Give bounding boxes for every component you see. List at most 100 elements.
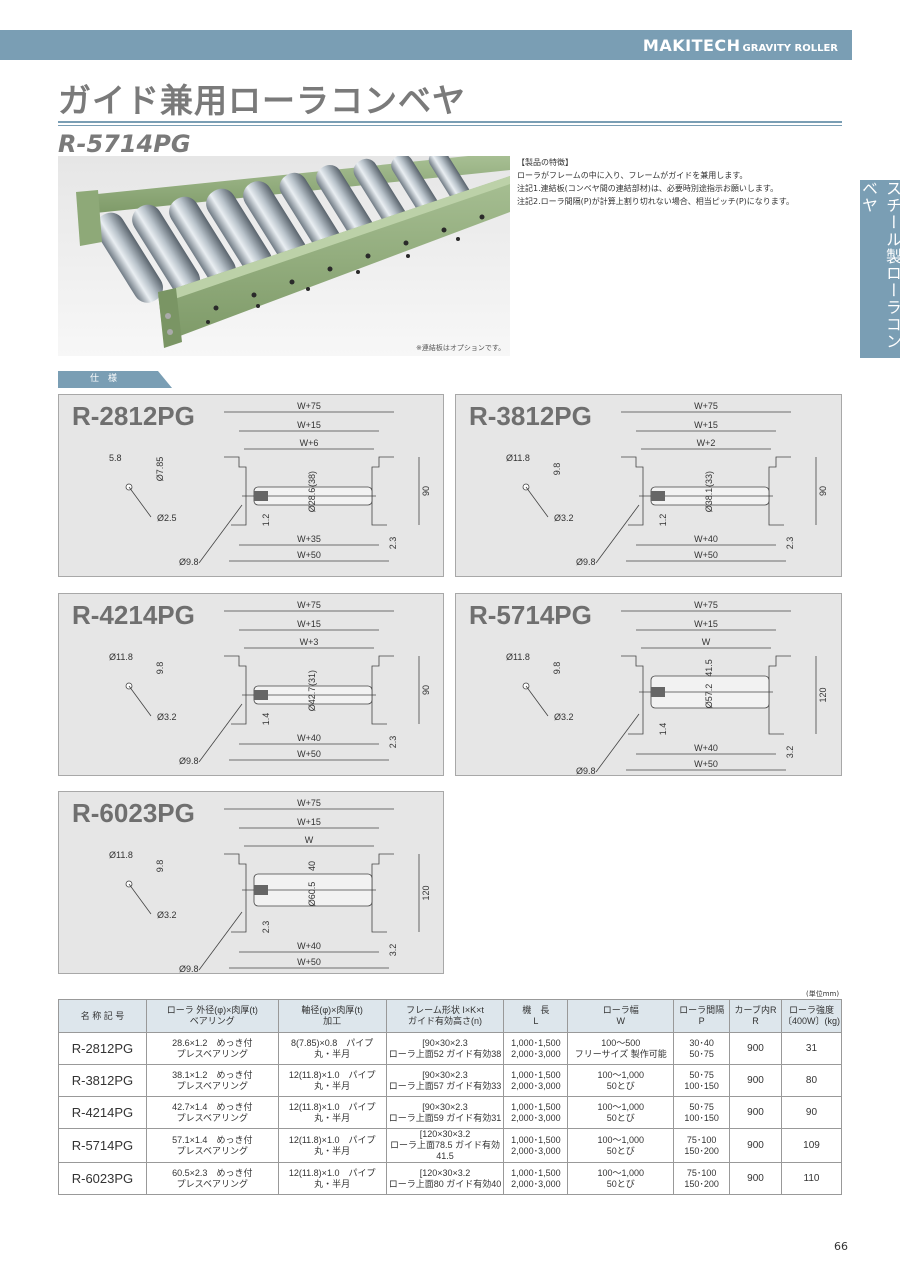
table-cell: 57.1×1.4 めっき付プレスベアリング	[145, 1128, 279, 1163]
shaft-width: Ø11.8	[109, 850, 133, 860]
top-gap: (38)	[307, 471, 317, 487]
right-frame	[768, 655, 791, 735]
width-dimension: W+6	[300, 438, 319, 448]
right-frame	[371, 456, 394, 526]
model-heading: R-5714PG	[58, 130, 191, 158]
table-cell: 28.6×1.2 めっき付プレスベアリング	[145, 1032, 279, 1065]
shaft-depth: 9.8	[155, 860, 165, 873]
left-frame	[224, 655, 247, 725]
photo-note: ※連結板はオプションです。	[416, 344, 506, 352]
width-dimension: W+40	[297, 941, 321, 951]
table-cell: 900	[729, 1032, 782, 1065]
table-cell: 8(7.85)×0.8 パイプ丸・半月	[277, 1032, 387, 1065]
cross-section-drawing: W+75W+15WØ60.5401203.22.3W+40W+50Ø11.89.…	[109, 798, 431, 974]
table-cell: 900	[729, 1096, 782, 1129]
side-tab: スチール製ローラコンベヤ	[859, 180, 900, 358]
width-dimension: W	[305, 835, 314, 845]
bearing	[651, 491, 665, 501]
table-cell: 90	[780, 1096, 843, 1129]
unit-note: (単位mm)	[806, 990, 840, 998]
hole-big: Ø9.8	[179, 756, 199, 766]
height-dimension: 90	[818, 486, 828, 496]
top-gap: 40	[307, 861, 317, 871]
width-dimension: W+15	[297, 420, 321, 430]
header-bar	[0, 30, 852, 60]
model-name-cell: R-2812PG	[58, 1032, 147, 1065]
width-dimension: W+50	[297, 550, 321, 560]
width-dimension: W+75	[297, 798, 321, 808]
cross-section-drawing: W+75W+15W+3Ø42.7(31)902.31.4W+40W+50Ø11.…	[109, 600, 431, 766]
right-frame	[768, 456, 791, 526]
brand-name: MAKITECH	[642, 36, 741, 55]
table-cell: 900	[729, 1162, 782, 1195]
shaft-depth: 9.8	[155, 662, 165, 675]
width-dimension: W	[702, 637, 711, 647]
top-gap: (33)	[704, 471, 714, 487]
width-dimension: W+75	[694, 401, 718, 411]
roller-diameter: Ø42.7	[307, 687, 317, 712]
feature-notes: 【製品の特徴】 ローラがフレームの中に入り、フレームがガイドを兼用します。 注記…	[517, 156, 794, 208]
model-name-cell: R-4214PG	[58, 1096, 147, 1129]
title-rule-thin	[58, 125, 842, 126]
width-dimension: W+2	[697, 438, 716, 448]
shaft-width: Ø11.8	[506, 652, 530, 662]
width-dimension: W+35	[297, 534, 321, 544]
diagram-model: R-2812PG	[72, 401, 195, 431]
width-dimension: W+15	[297, 619, 321, 629]
product-photo	[58, 156, 510, 356]
width-dimension: W+75	[694, 600, 718, 610]
width-dimension: W+15	[694, 420, 718, 430]
header-cell: 軸径(φ)×肉厚(t)加工	[277, 999, 387, 1033]
height-dimension: 120	[421, 885, 431, 900]
diagram-model: R-5714PG	[469, 600, 592, 630]
shaft-width: Ø11.8	[109, 652, 133, 662]
left-frame	[621, 456, 644, 526]
brand-sub: GRAVITY ROLLER	[742, 43, 838, 54]
right-frame	[371, 655, 394, 725]
roller-diameter: Ø38.1	[704, 488, 714, 513]
web-thickness: 1.4	[261, 713, 271, 726]
table-cell: 60.5×2.3 めっき付プレスベアリング	[145, 1162, 279, 1195]
table-cell: 900	[729, 1064, 782, 1097]
base-thickness: 2.3	[785, 537, 795, 550]
width-dimension: W+50	[694, 759, 718, 769]
width-dimension: W+40	[694, 534, 718, 544]
top-gap: 41.5	[704, 659, 714, 677]
hole-small: Ø3.2	[157, 712, 177, 722]
height-dimension: 120	[818, 687, 828, 702]
hole-big: Ø9.8	[576, 766, 596, 776]
width-dimension: W+15	[694, 619, 718, 629]
base-thickness: 2.3	[388, 736, 398, 749]
right-frame	[371, 853, 394, 933]
spec-section-tag: 仕 様	[58, 371, 172, 388]
width-dimension: W+50	[297, 957, 321, 967]
table-cell: 12(11.8)×1.0 パイプ丸・半月	[277, 1096, 387, 1129]
hole-big: Ø9.8	[179, 964, 199, 974]
model-name-cell: R-3812PG	[58, 1064, 147, 1097]
base-thickness: 2.3	[388, 537, 398, 550]
table-cell: 900	[729, 1128, 782, 1163]
shaft-depth: 9.8	[552, 662, 562, 675]
width-dimension: W+3	[300, 637, 319, 647]
